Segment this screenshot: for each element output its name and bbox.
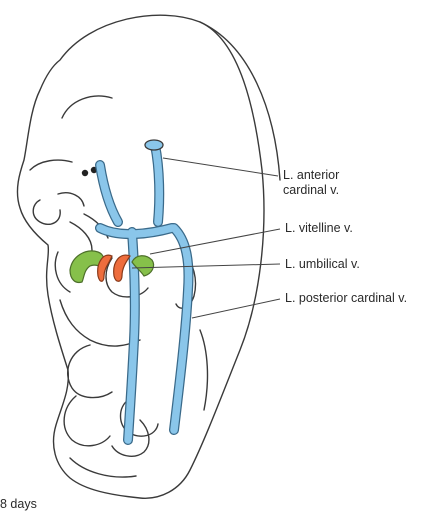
label-umbilical-vein: L. umbilical v. bbox=[285, 257, 360, 272]
label-vitelline-vein: L. vitelline v. bbox=[285, 221, 353, 236]
eye-dot bbox=[82, 170, 88, 176]
label-posterior-cardinal-vein: L. posterior cardinal v. bbox=[285, 291, 407, 306]
age-caption: 8 days bbox=[0, 497, 37, 511]
anterior-cardinal-vein-opening bbox=[145, 140, 163, 150]
embryo-outline bbox=[17, 15, 280, 498]
label-anterior-line2: cardinal v. bbox=[283, 183, 339, 198]
label-anterior-line1: L. anterior bbox=[283, 168, 339, 183]
label-anterior-cardinal-vein: L. anterior cardinal v. bbox=[283, 168, 339, 198]
